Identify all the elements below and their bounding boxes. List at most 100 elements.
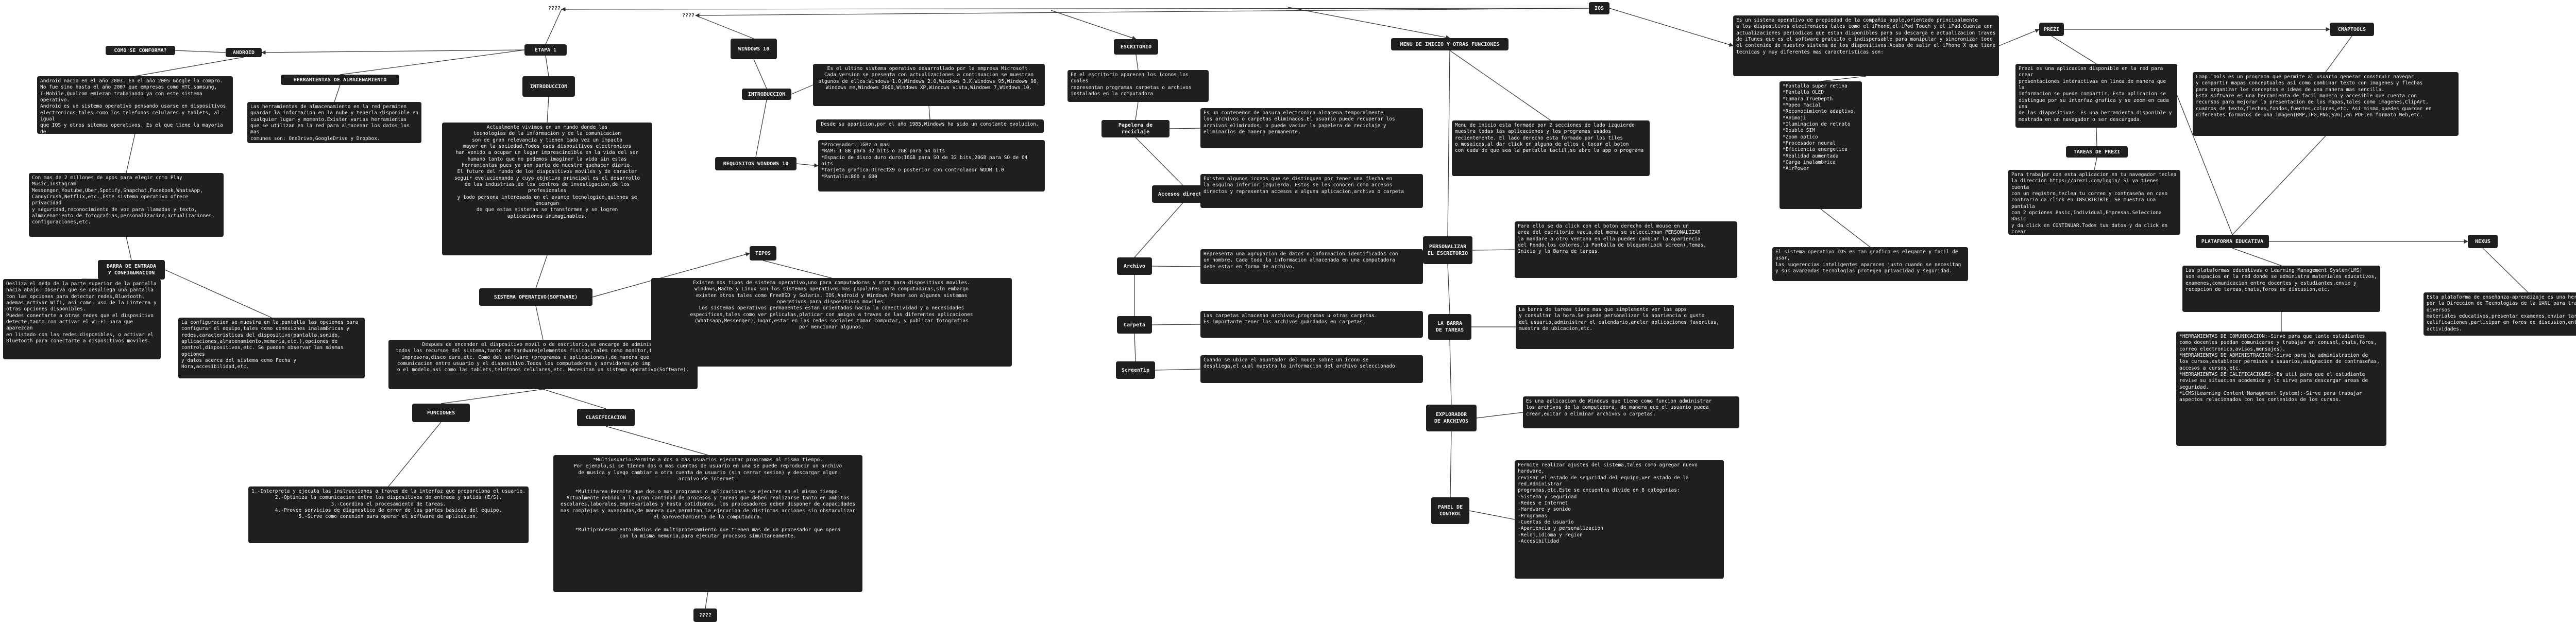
cmap-to-text	[2325, 36, 2352, 73]
ios-to-features	[1820, 76, 1867, 82]
sistema-to-funciones	[440, 389, 544, 404]
nexus-node[interactable]: NEXUS	[2468, 235, 2498, 248]
barra-de-entrada-node[interactable]: BARRA DE ENTRADA Y CONFIGURACION	[98, 260, 165, 280]
funciones-to-text	[388, 422, 442, 487]
ios-bottom-description: El sistema operativo IOS es tan grafico …	[1772, 247, 1968, 281]
intro-to-text	[547, 96, 549, 123]
windows-10-node[interactable]: WINDOWS 10	[731, 39, 777, 59]
tipos-to-text	[762, 260, 832, 279]
barra-entrada-to-config	[164, 269, 272, 318]
intro-to-sistema	[535, 255, 548, 289]
funciones-node[interactable]: FUNCIONES	[412, 404, 470, 422]
archivo-node[interactable]: Archivo	[1117, 257, 1152, 275]
barra-de-entrada-description: Desliza el dedo de la parte superior de …	[3, 279, 161, 359]
ios-to-description	[1609, 8, 1734, 47]
nexus-description: Esta plataforma de enseñanza-aprendizaje…	[2424, 292, 2576, 336]
bottom-question-mark-node[interactable]: ????	[693, 608, 717, 622]
explorador-to-panel	[1450, 431, 1452, 498]
top-mark-to-windows	[695, 15, 754, 39]
ios-to-escritorio	[1050, 10, 1137, 40]
herramientas-to-text	[334, 84, 341, 102]
prezi-to-tareas	[2096, 127, 2097, 147]
sistema-operativo-description: Despues de encender el dispositivo movil…	[388, 340, 698, 389]
plataforma-to-text	[2232, 248, 2282, 266]
requisitos-windows-node[interactable]: REQUISITOS WINDOWS 10	[715, 157, 796, 170]
android-node[interactable]: ANDROID	[226, 48, 262, 57]
accesos-directos-description: Existen algunos iconos que se distinguen…	[1200, 174, 1423, 208]
requisitos-to-text	[796, 163, 819, 168]
tipos-description: Existen dos tipos de sistema operativo,u…	[651, 278, 1012, 367]
personalizar-escritorio-description: Para ello se da click con el boton derec…	[1515, 221, 1737, 278]
sistema-to-text	[535, 305, 544, 340]
clasificacion-to-text	[605, 426, 708, 456]
configuracion-description: La configuracion se muestra en la pantal…	[178, 318, 365, 378]
tipos-node[interactable]: TIPOS	[750, 246, 776, 260]
explorador-archivos-description: Es una aplicacion de Windows que tiene c…	[1523, 396, 1739, 428]
sistema-operativo-node[interactable]: SISTEMA OPERATIVO(SOFTWARE)	[479, 288, 592, 306]
windows-introduccion-node[interactable]: INTRODUCCION	[742, 89, 791, 100]
accesos-to-archivo	[1134, 202, 1183, 258]
etapa1-to-herramientas	[340, 49, 525, 75]
prezi-to-text	[2051, 36, 2097, 64]
top-mark-to-etapa1	[545, 9, 562, 45]
nexus-to-text	[2482, 248, 2529, 293]
windows-to-intro	[753, 59, 767, 89]
escritorio-description: En el escritorio aparecen los iconos,los…	[1067, 70, 1209, 102]
papelera-to-text	[1169, 128, 1201, 129]
barra-de-tareas-description: La barra de tareas tiene mas que simplem…	[1516, 305, 1734, 349]
herramientas-almacenamiento-description: Las herramientas de almacenamiento en la…	[247, 102, 421, 143]
ios-to-menu	[1287, 7, 1450, 40]
herramientas-almacenamiento-node[interactable]: HERRAMIENTAS DE ALMACENAMIENTO	[281, 75, 399, 85]
android-to-description	[134, 57, 244, 77]
introduccion-node[interactable]: INTRODUCCION	[522, 76, 575, 97]
escritorio-to-papelera	[1135, 101, 1139, 120]
funciones-description: 1.-Interpreta y ejecuta las instruccione…	[248, 486, 529, 543]
tareas-de-prezi-node[interactable]: TAREAS DE PREZI	[2066, 146, 2128, 158]
plataforma-educativa-description: Las plataformas educativas o Learning Ma…	[2182, 266, 2380, 312]
ios-features-to-bottom	[1820, 208, 1871, 248]
panel-control-description: Permite realizar ajustes del sistema,tal…	[1515, 460, 1724, 579]
screentip-node[interactable]: ScreenTip	[1116, 361, 1155, 379]
etapa1-to-introduccion	[545, 55, 549, 77]
requisitos-windows-description: *Procesador: 1GHz o mas *RAM: 1 GB para …	[818, 140, 1045, 192]
explorador-archivos-node[interactable]: EXPLORADOR DE ARCHIVOS	[1426, 405, 1477, 431]
barra-to-explorador	[1449, 339, 1452, 405]
plataforma-educativa-node[interactable]: PLATAFORMA EDUCATIVA	[2196, 235, 2269, 248]
menu-to-text	[1449, 50, 1551, 121]
android-to-apps	[126, 133, 135, 173]
carpeta-node[interactable]: Carpeta	[1117, 316, 1152, 334]
clasificacion-description: *Multiusuario:Permite a dos o mas usuari…	[553, 455, 862, 592]
cmaptools-node[interactable]: CMAPTOOLS	[2330, 23, 2374, 36]
windows-evolucion-text: Desde su aparicion,por el año 1985,Windo…	[816, 119, 1044, 133]
archivo-to-text	[1151, 266, 1201, 267]
escritorio-node[interactable]: ESCRITORIO	[1114, 39, 1158, 55]
menu-inicio-description: Menu de inicio esta formado por 2 seccio…	[1452, 120, 1650, 176]
menu-inicio-node[interactable]: MENU DE INICIO Y OTRAS FUNCIONES	[1391, 38, 1509, 50]
clasificacion-node[interactable]: CLASIFICACION	[577, 409, 635, 426]
windows-introduccion-description: Es el ultimo sistema operativo desarroll…	[813, 64, 1045, 106]
cmaptools-description: Cmap Tools es un programa que permite al…	[2193, 72, 2459, 136]
introduccion-description: Actualmente vivimos en un mundo donde la…	[442, 123, 652, 255]
ios-node[interactable]: IOS	[1589, 2, 1609, 14]
windows-intro-to-dates	[928, 106, 930, 120]
barra-de-tareas-node[interactable]: LA BARRA DE TAREAS	[1428, 314, 1471, 340]
papelera-reciclaje-description: Es un contenedor de basura electronica a…	[1200, 108, 1423, 148]
papelera-reciclaje-node[interactable]: Papelera de reciclaje	[1101, 120, 1170, 137]
ios-description: Es un sistema operativo de propiedad de …	[1733, 15, 1999, 76]
top-question-mark-1: ????	[548, 6, 561, 11]
etapa1-to-android	[261, 49, 525, 55]
sistema-to-clasificacion	[543, 389, 606, 409]
prezi-node[interactable]: PREZI	[2039, 23, 2064, 36]
panel-control-node[interactable]: PANEL DE CONTROL	[1431, 497, 1469, 524]
top-question-mark-2: ????	[682, 13, 695, 19]
etapa-1-node[interactable]: ETAPA 1	[524, 44, 567, 56]
escritorio-to-text	[1136, 54, 1139, 71]
como-se-conforma-node[interactable]: COMO SE CONFORMA?	[106, 46, 175, 55]
screentip-description: Cuando se ubica el apuntador del mouse s…	[1200, 355, 1423, 383]
cmap-to-plataforma	[2232, 135, 2326, 235]
ios-to-prezi	[1998, 28, 2040, 46]
android-apps-description: Con mas de 2 millones de apps para elegi…	[29, 173, 224, 237]
personalizar-escritorio-node[interactable]: PERSONALIZAR EL ESCRITORIO	[1423, 236, 1472, 264]
screentip-to-text	[1155, 369, 1201, 371]
windows-intro-to-text	[791, 84, 814, 95]
